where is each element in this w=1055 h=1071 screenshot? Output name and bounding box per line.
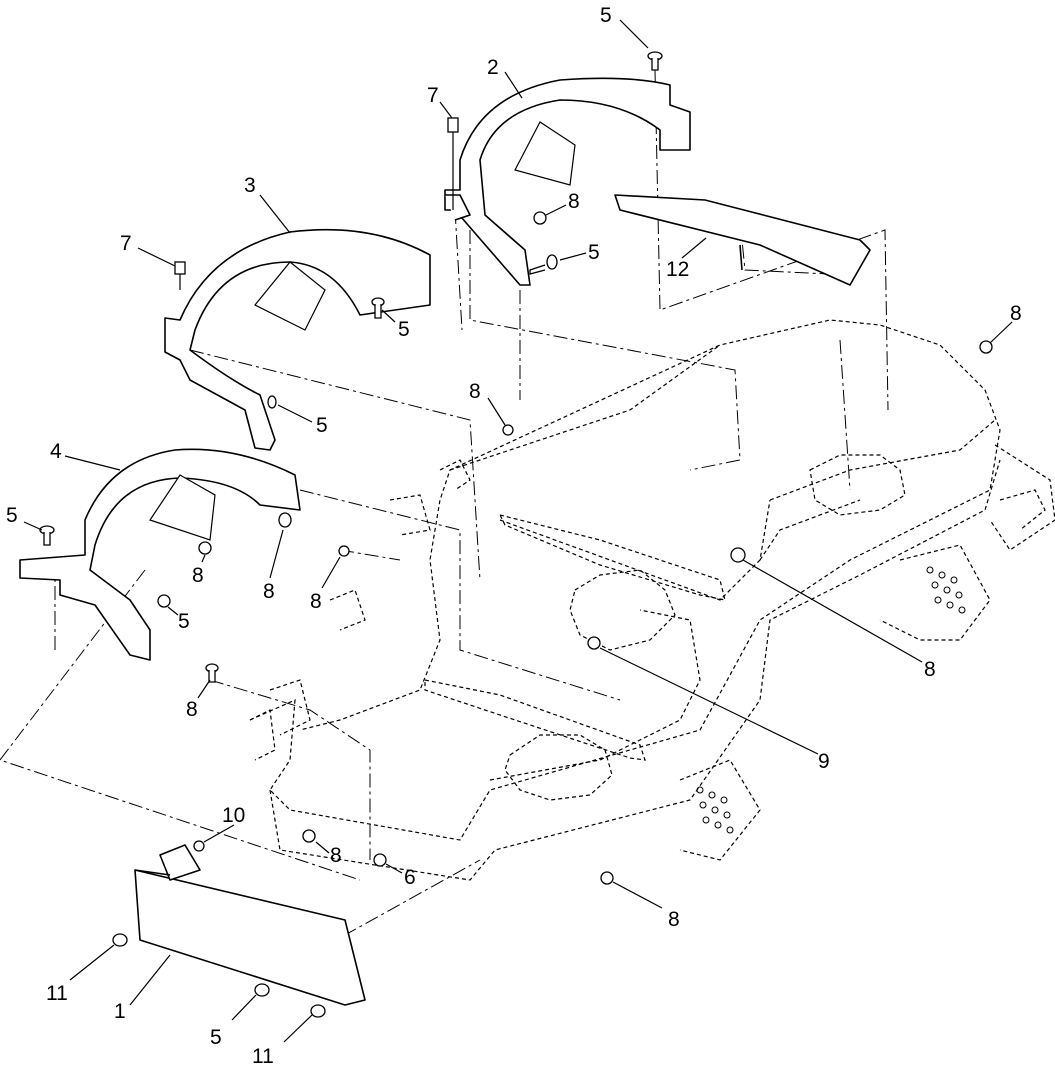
callout-label: 7 bbox=[120, 232, 132, 255]
flange-nut-icon bbox=[587, 636, 601, 650]
leader-lines bbox=[23, 19, 1013, 1043]
callout-label: 5 bbox=[178, 610, 190, 633]
callout-label: 8 bbox=[330, 844, 342, 867]
flange-nut-icon bbox=[198, 541, 212, 555]
carriage-bolt-icon bbox=[310, 1004, 326, 1018]
callout-label: 5 bbox=[6, 504, 18, 527]
callout-label: 8 bbox=[186, 698, 198, 721]
callout-label: 8 bbox=[263, 580, 275, 603]
callout-label: 5 bbox=[600, 4, 612, 27]
callout-label: 6 bbox=[404, 866, 416, 889]
front-plate-part-1 bbox=[134, 844, 366, 1006]
carriage-bolt-icon bbox=[529, 254, 558, 275]
flange-nut-icon bbox=[157, 594, 171, 608]
callout-label: 5 bbox=[316, 414, 328, 437]
callout-label: 3 bbox=[244, 174, 256, 197]
blade-12 bbox=[614, 194, 871, 286]
callout-label: 1 bbox=[114, 1000, 126, 1023]
cap-screw-icon bbox=[447, 117, 459, 210]
callout-label: 8 bbox=[310, 590, 322, 613]
assembly-centerlines bbox=[0, 69, 889, 961]
callout-label: 8 bbox=[192, 564, 204, 587]
flange-nut-icon bbox=[533, 211, 547, 225]
flange-nut-icon bbox=[730, 547, 746, 563]
carriage-bolt-icon bbox=[39, 525, 55, 546]
callout-label: 5 bbox=[398, 318, 410, 341]
callout-labels: 5 2 7 8 5 12 3 7 5 8 8 5 4 5 8 5 8 8 8 9… bbox=[6, 4, 1022, 1068]
baffle-part-2 bbox=[444, 77, 691, 286]
callout-label: 8 bbox=[924, 658, 936, 681]
cap-screw-icon bbox=[174, 261, 186, 290]
carriage-bolt-icon bbox=[647, 51, 663, 71]
callout-label: 12 bbox=[666, 258, 689, 281]
carriage-bolt-icon bbox=[267, 395, 277, 409]
callout-label: 5 bbox=[588, 241, 600, 264]
flange-nut-icon bbox=[193, 840, 205, 852]
flange-nut-icon bbox=[338, 545, 350, 557]
callout-label: 11 bbox=[252, 1045, 274, 1068]
baffle-part-4 bbox=[19, 448, 301, 661]
flange-nut-icon bbox=[502, 424, 514, 436]
carriage-bolt-icon bbox=[371, 297, 385, 319]
flange-nut-icon bbox=[302, 829, 316, 843]
flange-nut-icon bbox=[979, 340, 993, 354]
callout-label: 2 bbox=[487, 56, 499, 79]
carriage-bolt-icon bbox=[112, 933, 128, 947]
callout-label: 5 bbox=[210, 1026, 222, 1049]
callout-label: 8 bbox=[568, 190, 580, 213]
callout-label: 8 bbox=[469, 380, 481, 403]
callout-label: 7 bbox=[427, 84, 439, 107]
baffle-part-3 bbox=[164, 228, 431, 451]
flange-nut-icon bbox=[600, 871, 614, 885]
carriage-bolt-icon bbox=[254, 983, 270, 997]
mower-deck bbox=[249, 319, 1055, 881]
callout-label: 11 bbox=[46, 982, 68, 1005]
callout-label: 8 bbox=[1010, 302, 1022, 325]
blade-center bbox=[498, 514, 726, 601]
carriage-bolt-icon bbox=[205, 663, 219, 683]
flange-nut-icon bbox=[373, 853, 387, 867]
callout-label: 4 bbox=[50, 440, 62, 463]
hardware bbox=[39, 51, 993, 1018]
callout-label: 9 bbox=[818, 750, 830, 773]
callout-label: 10 bbox=[222, 804, 245, 827]
callout-label: 8 bbox=[668, 908, 680, 931]
blade-left bbox=[424, 679, 646, 761]
carriage-bolt-icon bbox=[278, 512, 292, 528]
